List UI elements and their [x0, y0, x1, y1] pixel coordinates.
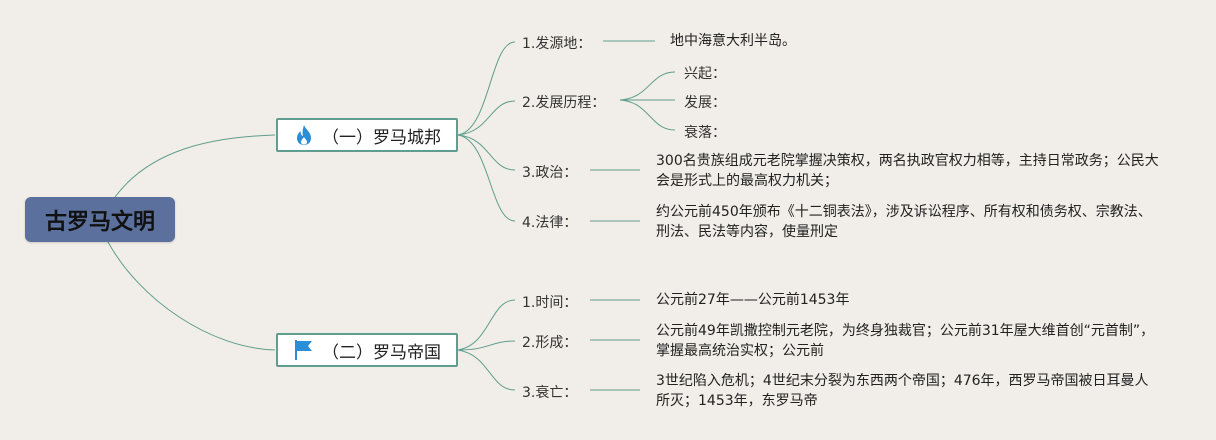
branch-label: （一）罗马城邦: [322, 127, 441, 148]
topic-time[interactable]: 1.时间：: [522, 295, 578, 311]
topic-development[interactable]: 2.发展历程：: [522, 95, 606, 111]
branch-roman-empire[interactable]: （二）罗马帝国: [276, 333, 458, 367]
sub-rise[interactable]: 兴起：: [684, 66, 726, 82]
topic-origin[interactable]: 1.发源地：: [522, 36, 592, 52]
topic-politics[interactable]: 3.政治：: [522, 165, 578, 181]
detail-law: 约公元前450年颁布《十二铜表法》，涉及诉讼程序、所有权和债务权、宗教法、刑法、…: [656, 204, 1152, 240]
root-label: 古罗马文明: [44, 209, 155, 235]
topic-formation[interactable]: 2.形成：: [522, 335, 578, 351]
detail-time: 公元前27年——公元前1453年: [656, 292, 850, 308]
detail-formation: 公元前49年凯撒控制元老院，为终身独裁官；公元前31年屋大维首创“元首制”，掌握…: [656, 323, 1155, 359]
sub-growth[interactable]: 发展：: [684, 95, 726, 111]
detail-fall: 3世纪陷入危机；4世纪末分裂为东西两个帝国；476年，西罗马帝国被日耳曼人所灭；…: [656, 373, 1149, 409]
root-node[interactable]: 古罗马文明: [25, 197, 175, 242]
flag-icon: [292, 338, 316, 362]
topic-fall[interactable]: 3.衰亡：: [522, 385, 578, 401]
sub-decline[interactable]: 衰落：: [684, 125, 726, 141]
branch-roman-city-state[interactable]: （一）罗马城邦: [276, 118, 458, 152]
fire-icon: [292, 123, 316, 147]
detail-politics: 300名贵族组成元老院掌握决策权，两名执政官权力相等，主持日常政务；公民大会是形…: [656, 153, 1159, 189]
detail-origin: 地中海意大利半岛。: [670, 33, 796, 49]
branch-label: （二）罗马帝国: [322, 342, 441, 363]
topic-law[interactable]: 4.法律：: [522, 215, 578, 231]
